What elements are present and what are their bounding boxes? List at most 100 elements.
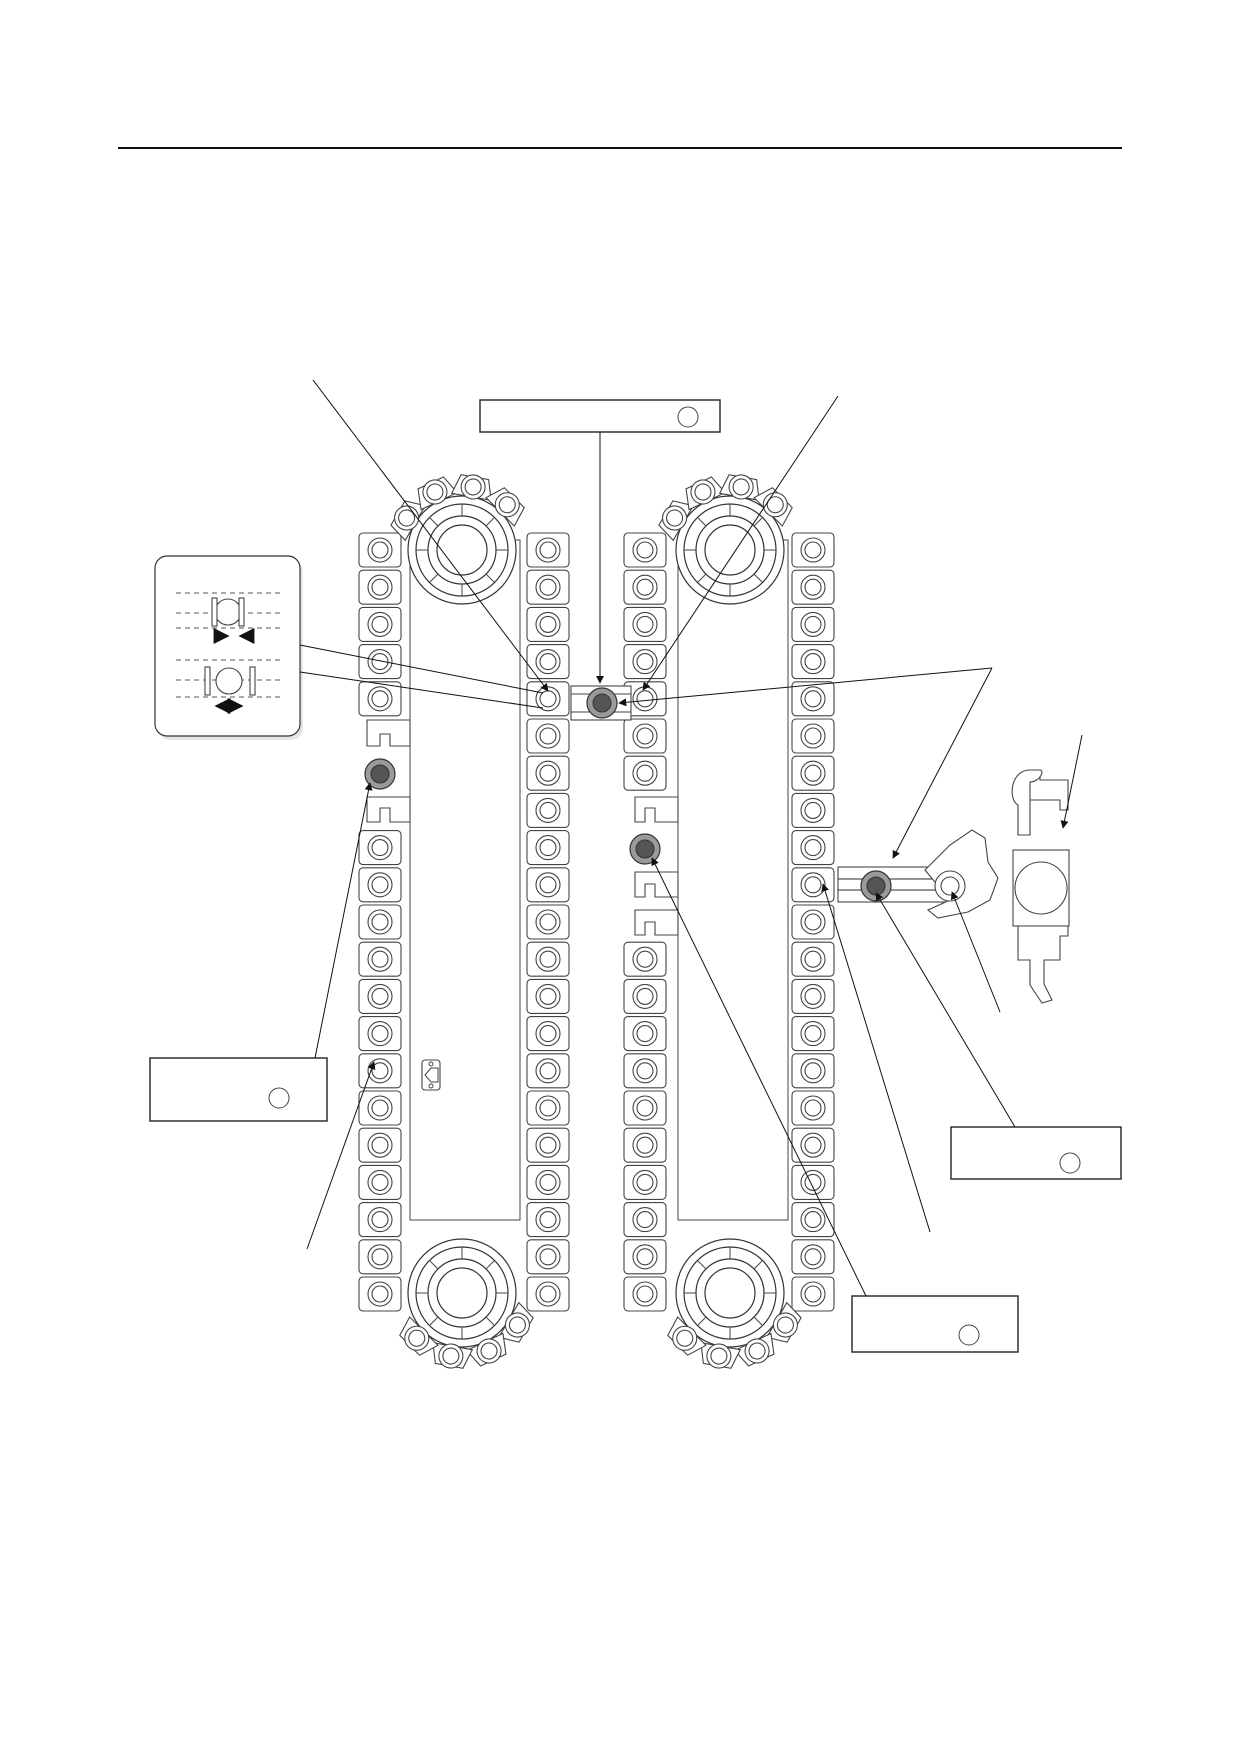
left-outer-shoe-1 xyxy=(358,532,402,568)
left-track-inner-shoes xyxy=(526,532,570,1312)
right-inner-shoe-20 xyxy=(623,1239,667,1275)
leader-lines xyxy=(306,379,1083,1297)
right-outer-shoe-11 xyxy=(791,904,835,940)
right-top-sprocket xyxy=(653,471,799,605)
left-inner-shoe-12 xyxy=(526,941,570,977)
right-inner-shoe-14 xyxy=(623,1016,667,1052)
left-track-link-clip-1 xyxy=(366,719,411,747)
left-outer-shoe-4 xyxy=(358,644,402,680)
right-inner-shoe-1 xyxy=(623,532,667,568)
left-inner-shoe-11 xyxy=(526,904,570,940)
left-outer-shoe-11 xyxy=(358,904,402,940)
right-outer-shoe-12 xyxy=(791,941,835,977)
right-inner-shoe-18 xyxy=(623,1164,667,1200)
left-inner-shoe-13 xyxy=(526,978,570,1014)
right-outer-shoe-19 xyxy=(791,1202,835,1238)
right-outer-shoe-3 xyxy=(791,606,835,642)
left-inner-shoe-1 xyxy=(526,532,570,568)
left-inner-shoe-9 xyxy=(526,830,570,866)
left-inner-shoe-19 xyxy=(526,1202,570,1238)
left-inner-shoe-8 xyxy=(526,792,570,828)
right-track-outer-shoes xyxy=(791,532,835,1312)
right-outer-shoe-7 xyxy=(791,755,835,791)
left-outer-shoe-13 xyxy=(358,978,402,1014)
right-outer-shoe-8 xyxy=(791,792,835,828)
link-clearance-inset xyxy=(154,555,544,740)
right-outer-shoe-9 xyxy=(791,830,835,866)
right-track-link-clip-3 xyxy=(634,909,679,936)
right-outer-shoe-5 xyxy=(791,681,835,717)
label-box-right-lower xyxy=(851,1295,1019,1353)
left-inner-shoe-18 xyxy=(526,1164,570,1200)
left-inner-shoe-6 xyxy=(526,718,570,754)
link-extraction-detail xyxy=(837,829,999,919)
left-outer-shoe-14 xyxy=(358,1016,402,1052)
right-track xyxy=(623,471,835,1372)
right-inner-shoe-4 xyxy=(623,644,667,680)
left-outer-shoe-18 xyxy=(358,1164,402,1200)
left-outer-shoe-12 xyxy=(358,941,402,977)
right-outer-shoe-6 xyxy=(791,718,835,754)
left-inner-shoe-16 xyxy=(526,1090,570,1126)
left-outer-shoe-16 xyxy=(358,1090,402,1126)
left-outer-shoe-19 xyxy=(358,1202,402,1238)
right-inner-shoe-12 xyxy=(623,941,667,977)
left-outer-shoe-5 xyxy=(358,681,402,717)
right-outer-shoe-10 xyxy=(791,867,835,903)
left-track xyxy=(358,471,570,1372)
left-inner-shoe-20 xyxy=(526,1239,570,1275)
right-inner-shoe-7 xyxy=(623,755,667,791)
left-outer-shoe-10 xyxy=(358,867,402,903)
right-outer-shoe-4 xyxy=(791,644,835,680)
left-outer-shoe-20 xyxy=(358,1239,402,1275)
left-outer-shoe-2 xyxy=(358,569,402,605)
master-pin-left xyxy=(364,758,396,790)
left-inner-shoe-3 xyxy=(526,606,570,642)
left-inner-shoe-4 xyxy=(526,644,570,680)
right-outer-shoe-18 xyxy=(791,1164,835,1200)
right-track-link-clip-2 xyxy=(634,871,679,898)
right-outer-shoe-14 xyxy=(791,1016,835,1052)
label-box-top-center xyxy=(479,399,721,433)
left-inner-shoe-15 xyxy=(526,1053,570,1089)
left-top-sprocket xyxy=(385,471,531,605)
left-inner-shoe-5 xyxy=(526,681,570,717)
left-outer-shoe-3 xyxy=(358,606,402,642)
right-outer-shoe-16 xyxy=(791,1090,835,1126)
track-tag-plate xyxy=(421,1059,441,1091)
center-joint-link xyxy=(570,685,632,721)
right-inner-shoe-17 xyxy=(623,1127,667,1163)
right-inner-shoe-2 xyxy=(623,569,667,605)
left-inner-shoe-2 xyxy=(526,569,570,605)
right-inner-shoe-21 xyxy=(623,1276,667,1312)
left-inner-shoe-21 xyxy=(526,1276,570,1312)
left-inner-shoe-17 xyxy=(526,1127,570,1163)
right-inner-shoe-16 xyxy=(623,1090,667,1126)
left-inner-shoe-14 xyxy=(526,1016,570,1052)
left-inner-shoe-7 xyxy=(526,755,570,791)
right-track-link-clip-1 xyxy=(634,796,679,823)
right-outer-shoe-21 xyxy=(791,1276,835,1312)
left-outer-shoe-9 xyxy=(358,830,402,866)
label-box-left xyxy=(149,1057,328,1122)
left-inner-shoe-10 xyxy=(526,867,570,903)
right-bottom-sprocket xyxy=(661,1238,807,1372)
right-outer-shoe-2 xyxy=(791,569,835,605)
left-bottom-sprocket xyxy=(393,1238,539,1372)
master-pin-right xyxy=(629,833,661,865)
right-inner-shoe-15 xyxy=(623,1053,667,1089)
right-inner-shoe-19 xyxy=(623,1202,667,1238)
left-outer-shoe-17 xyxy=(358,1127,402,1163)
right-outer-shoe-13 xyxy=(791,978,835,1014)
left-track-link-clip-2 xyxy=(366,796,411,823)
label-box-right-upper xyxy=(950,1126,1122,1180)
right-outer-shoe-20 xyxy=(791,1239,835,1275)
left-track-outer-shoes xyxy=(358,532,402,1312)
right-outer-shoe-1 xyxy=(791,532,835,568)
right-outer-shoe-15 xyxy=(791,1053,835,1089)
left-outer-shoe-21 xyxy=(358,1276,402,1312)
shoe-side-profile xyxy=(1011,769,1070,1004)
right-inner-shoe-3 xyxy=(623,606,667,642)
right-inner-shoe-13 xyxy=(623,978,667,1014)
